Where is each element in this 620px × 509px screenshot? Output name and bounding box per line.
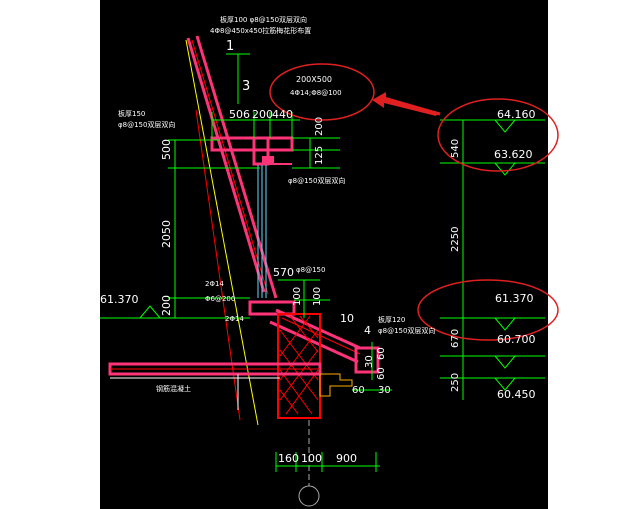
marker-1: 1: [226, 39, 234, 54]
dim-540: 540: [450, 139, 461, 158]
callout-ellipse-beam: [269, 63, 375, 121]
roof-red-line-lower: [195, 109, 241, 421]
dim-2050: 2050: [160, 220, 173, 248]
gutter-end: [354, 346, 380, 374]
elev-triangle-60450: [494, 377, 516, 391]
dim-100-b: 100: [312, 287, 323, 306]
slope-10: 10: [340, 312, 354, 325]
elev-63620: 63.620: [494, 148, 533, 161]
dim-100-c: 100: [301, 452, 322, 465]
dim-506: 506: [229, 108, 250, 121]
structure-group: [108, 35, 380, 507]
elev-triangle-left: [139, 305, 161, 319]
elev-triangle-63620: [494, 162, 516, 176]
dim-30-a: 30: [364, 355, 375, 368]
dim-440: 440: [272, 108, 293, 121]
rebar-2d14-a: 2Φ14: [205, 280, 224, 288]
beam-size: 200X500: [296, 75, 332, 84]
dim-60-c: 60: [352, 385, 365, 396]
lower-note-1: 板厚120: [378, 315, 405, 324]
roof-yellow-line: [185, 39, 259, 426]
beam-rebar: 4Φ14;Φ8@100: [290, 89, 342, 97]
cornice-molding: [319, 373, 353, 397]
slope-4: 4: [364, 324, 371, 337]
bottom-note: 钢筋混凝土: [156, 384, 191, 393]
upper-beam-drop: [252, 136, 270, 166]
callout-group: [269, 63, 559, 341]
dim-60-a: 60: [376, 347, 387, 360]
dim-900: 900: [336, 452, 357, 465]
dim-60-b: 60: [376, 367, 387, 380]
left-level: 61.370: [100, 293, 139, 306]
top-note-2: 4Φ8@450x450拉筋梅花形布置: [210, 26, 311, 35]
dim-500: 500: [160, 139, 173, 160]
dim-200-bottom: 200: [160, 295, 173, 316]
callout-ellipse-level-61370: [417, 279, 559, 341]
dim-670: 670: [450, 329, 461, 348]
rebar-d8-150: φ8@150: [296, 266, 325, 274]
slab-note-2: φ8@150双层双向: [118, 120, 175, 129]
roof-slab-inner: [195, 35, 278, 299]
marker-3: 3: [242, 79, 250, 94]
lower-note-2: φ8@150双层双向: [378, 326, 435, 335]
elev-60450: 60.450: [497, 388, 536, 401]
callout-ellipse-upper-levels: [437, 98, 559, 172]
dim-2250: 2250: [450, 227, 461, 252]
dim-100-a: 100: [292, 287, 303, 306]
dim-200-vertical: 200: [314, 117, 325, 136]
dim-200: 200: [252, 108, 273, 121]
elevation-symbols: [139, 119, 516, 391]
lower-sloping-slab-bottom: [269, 320, 359, 364]
roof-slab-outer: [186, 37, 266, 293]
top-note-1: 板厚100 φ8@150双层双向: [220, 15, 307, 24]
dim-570: 570: [273, 266, 294, 279]
upper-beam-rebar: [262, 156, 274, 164]
elev-60700: 60.700: [497, 333, 536, 346]
elev-triangle-64160: [494, 119, 516, 133]
dim-250: 250: [450, 373, 461, 392]
text-group: 板厚100 φ8@150双层双向 4Φ8@450x450拉筋梅花形布置 1 3 …: [100, 15, 536, 465]
rebar-2d14-b: 2Φ14: [225, 315, 244, 323]
slab-note-1: 板厚150: [118, 109, 145, 118]
roof-rebar-line: [191, 39, 269, 295]
middle-beam: [248, 300, 296, 316]
callout-arrow-shaft: [383, 98, 441, 116]
dimension-lines: [100, 53, 545, 472]
rebar-stirrup: Φ6@200: [205, 295, 235, 303]
dim-160: 160: [278, 452, 299, 465]
upper-beam-top: [210, 136, 294, 152]
dim-30-b: 30: [378, 385, 391, 396]
elev-61370: 61.370: [495, 292, 534, 305]
elev-triangle-60700: [494, 355, 516, 369]
elev-64160: 64.160: [497, 108, 536, 121]
elev-triangle-61370: [494, 317, 516, 331]
gutter-note: φ8@150双层双向: [288, 176, 345, 185]
dim-125: 125: [314, 146, 325, 165]
